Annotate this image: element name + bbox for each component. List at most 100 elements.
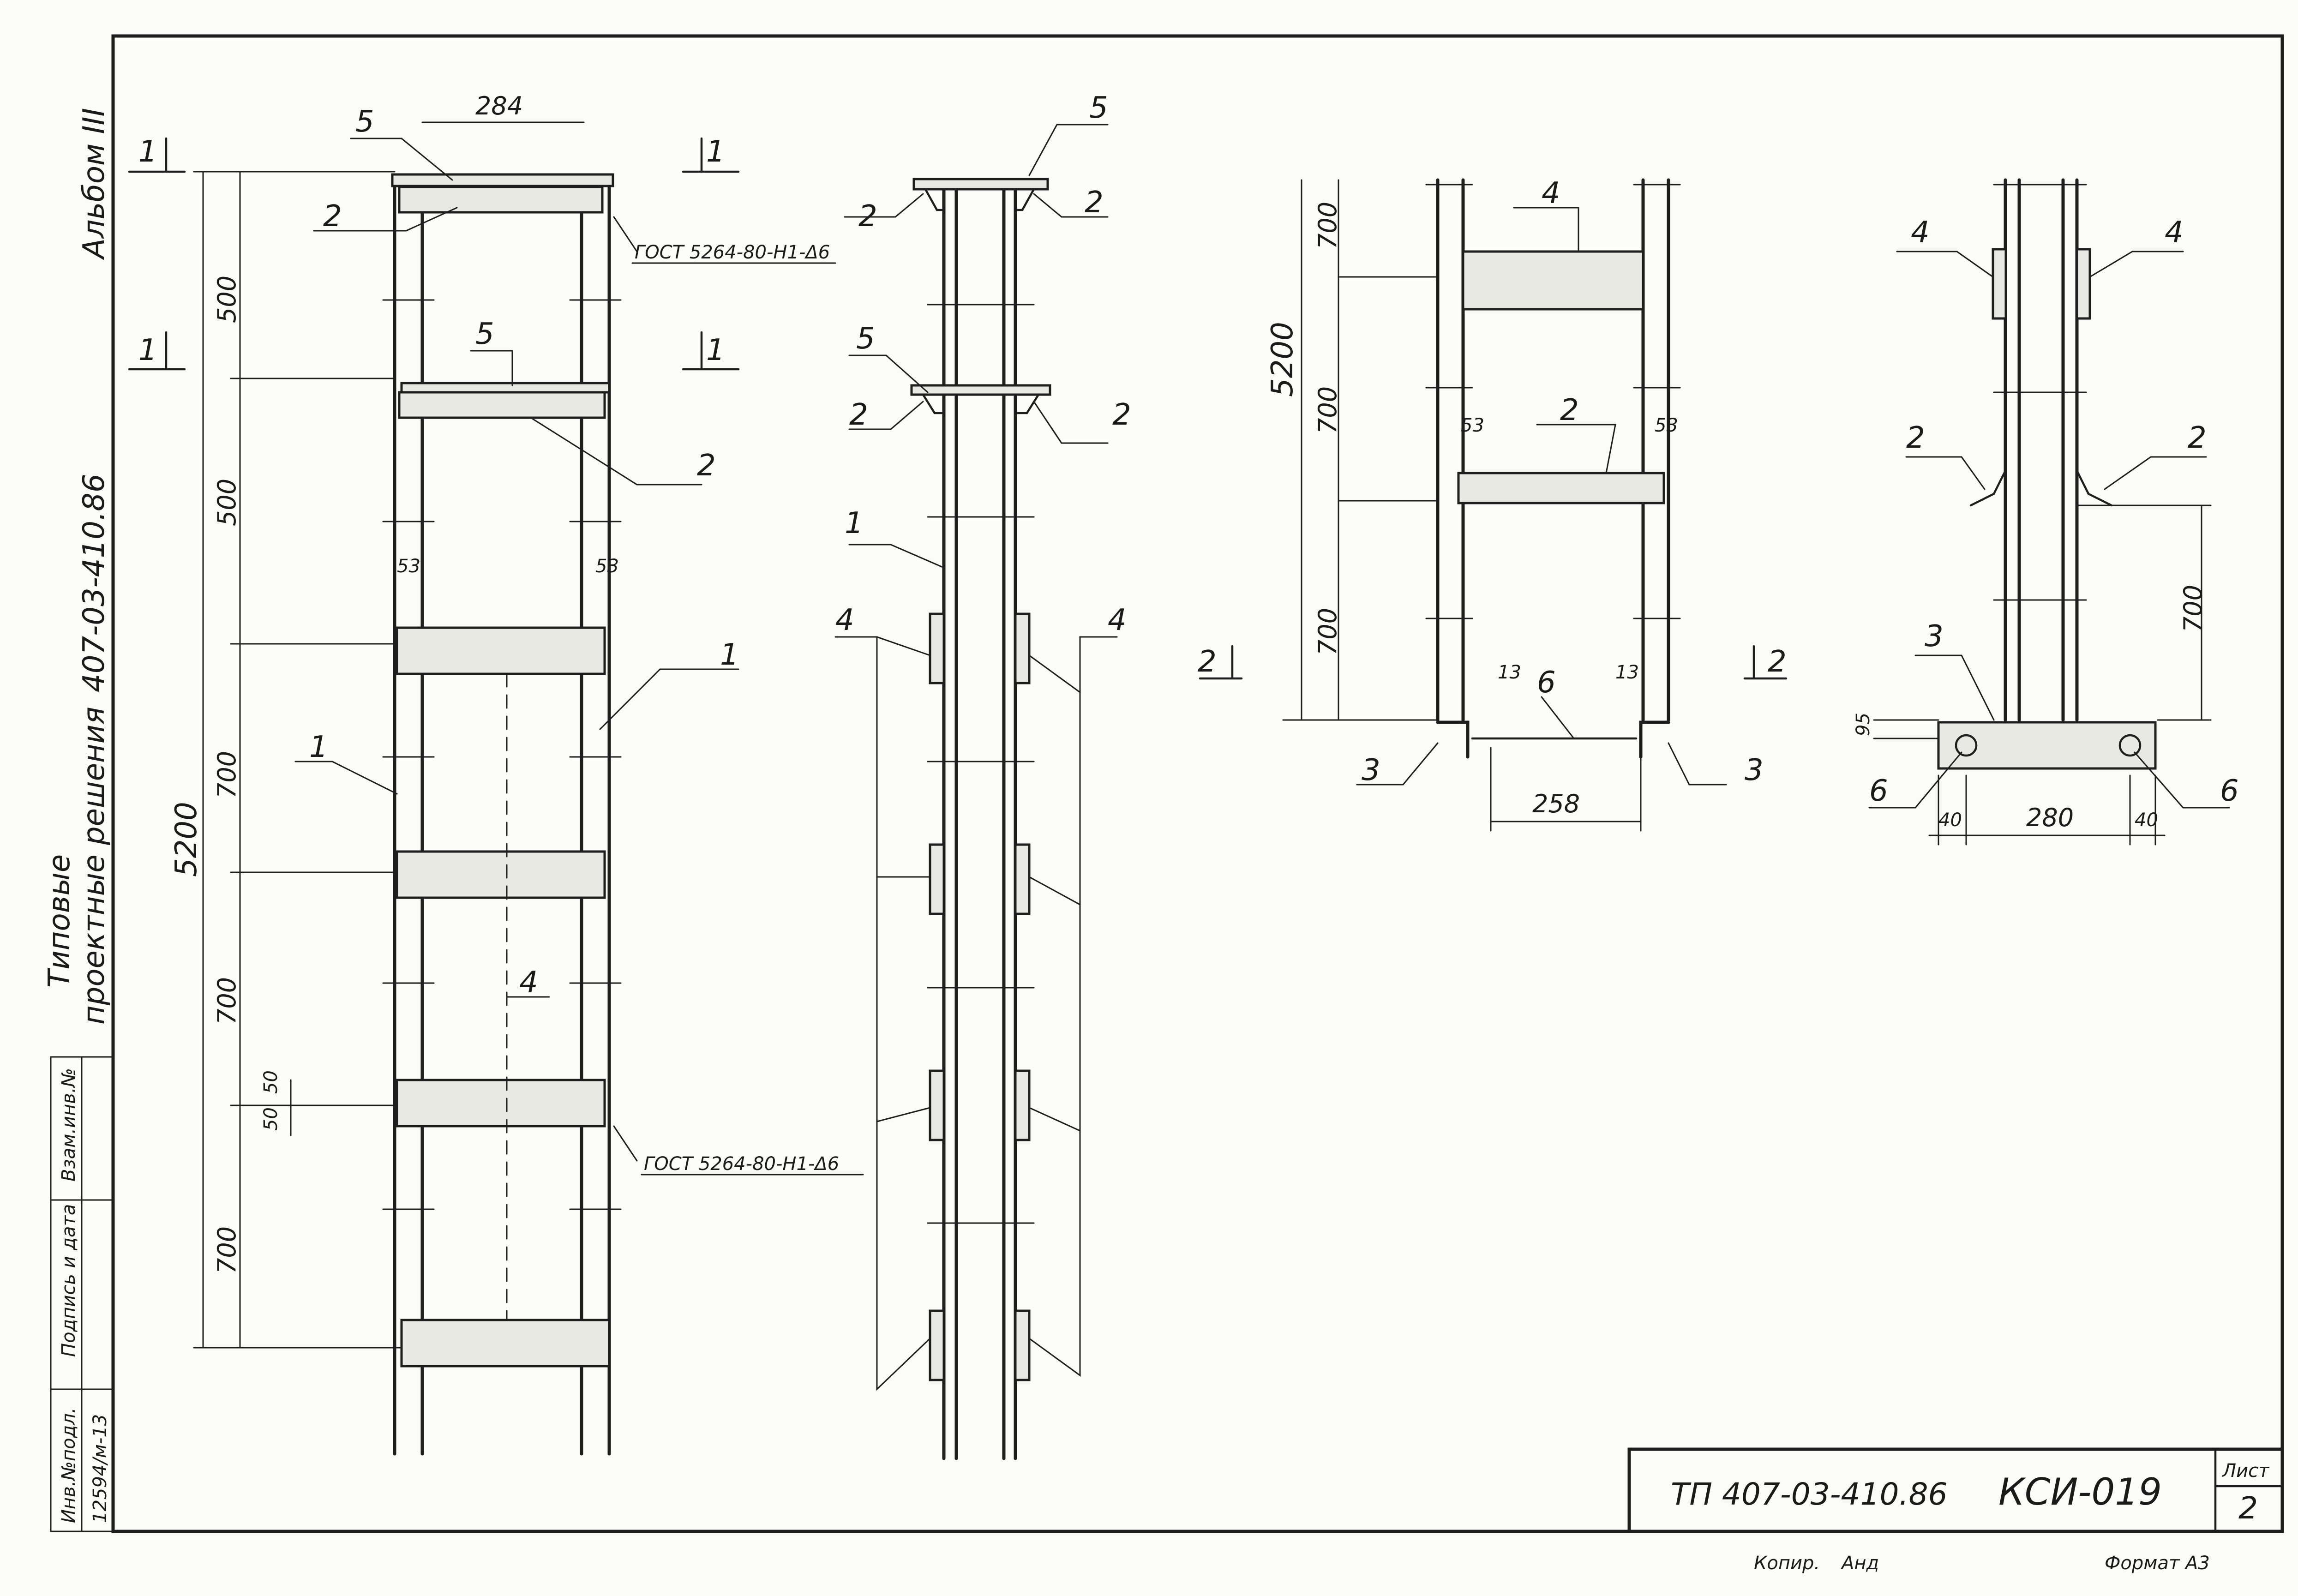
sideSec-dim-40-r: 40 (2135, 810, 2158, 831)
sideSec-cap-4-l (1992, 248, 2007, 320)
sec22-dim-53-l: 53 (1461, 415, 1484, 436)
pos-4-inner: 4 (519, 966, 538, 1000)
pos-2-top: 2 (323, 199, 342, 234)
section-2-label-a: 2 (1198, 645, 1217, 679)
side-code: 407-03-410.86 (77, 474, 111, 692)
dim-53-right: 53 (595, 556, 619, 577)
leaders-sec22 (1356, 207, 1727, 786)
sec22-dim-700-a: 700 (1313, 202, 1342, 249)
dim-50-b: 50 (260, 1107, 282, 1131)
side-album: Альбом III (77, 108, 111, 260)
title-block: ТП 407-03-410.86 КСИ-019 Лист 2 (1627, 1447, 2284, 1533)
pos-5-mid: 5 (475, 317, 494, 351)
side-title-line2: проектные решения (77, 707, 111, 1025)
sec22-dim-13-l: 13 (1498, 662, 1521, 683)
pos-1-left: 1 (309, 730, 328, 764)
sec22-dim-700-b: 700 (1313, 386, 1342, 434)
stamp-vzam-inv: Взам.инв.№ (58, 1068, 79, 1182)
footer-copied: Копир. (1754, 1553, 1820, 1574)
sideSec-pos-2-l: 2 (1906, 421, 1925, 455)
dim-500-mid: 500 (212, 479, 241, 526)
side-break-marks (927, 304, 1035, 1224)
sec22-pos-2: 2 (1560, 393, 1579, 427)
sec22-rung-4 (1462, 250, 1644, 311)
dim-5200: 5200 (169, 802, 204, 877)
sideSec-base-3 (1937, 721, 2157, 770)
sec22-angles-3 (1436, 720, 1670, 759)
side-title: Альбом III 407-03-410.86 Типовые проектн… (42, 108, 111, 1025)
title-mark: КСИ-019 (1998, 1470, 2162, 1513)
leaders-sideSec (1868, 251, 2230, 809)
section-mark-1 (128, 137, 740, 371)
pos-2-mid: 2 (697, 449, 716, 483)
dim-700-2: 700 (212, 977, 241, 1025)
view-side-section: 700 40 40 280 95 4 4 2 2 3 6 6 (1853, 178, 2239, 846)
section-2-marks (1199, 645, 1788, 680)
rung-mid-2 (398, 391, 606, 419)
sec22-pos-4: 4 (1542, 176, 1560, 210)
sideSec-dims (1873, 504, 2212, 846)
dim-chain-left (193, 171, 402, 1349)
gost-note-bottom: ГОСТ 5264-80-Н1-Δ6 (644, 1153, 839, 1175)
section-1-label-a: 1 (138, 135, 157, 169)
sec22-pos-6: 6 (1537, 666, 1556, 700)
dim-700-3: 700 (212, 1226, 241, 1274)
footer-format: Формат А3 (2105, 1553, 2210, 1574)
section-1-label-c: 1 (138, 333, 157, 367)
section-2-label-b: 2 (1768, 645, 1787, 679)
dim-500-top: 500 (212, 276, 241, 323)
pos-1-right: 1 (720, 638, 739, 672)
side-pos-2-ml: 2 (849, 398, 868, 432)
sheet-frame (111, 34, 2284, 1533)
mid-plate-5 (400, 382, 611, 394)
footer-signature: Анд (1840, 1553, 1879, 1574)
side-pos-4-right: 4 (1108, 603, 1127, 637)
side-top-plate-5 (912, 178, 1049, 191)
side-top-brackets-2 (924, 188, 1035, 211)
stamp-inv-number: 12594/м-13 (90, 1414, 111, 1523)
leaders-view2 (834, 124, 1118, 1391)
sideSec-pos-6-l: 6 (1869, 774, 1888, 808)
sec22-dim-53-r: 53 (1655, 415, 1678, 436)
sideSec-dim-700: 700 (2178, 585, 2208, 632)
rung-2 (396, 850, 606, 899)
sec22-pos-3-right: 3 (1745, 753, 1764, 787)
dim-284: 284 (475, 91, 523, 120)
title-code: ТП 407-03-410.86 (1671, 1476, 1947, 1512)
stamp-podp-data: Подпись и дата (58, 1204, 79, 1357)
view-section-2-2: 700 700 700 5200 53 53 13 13 258 4 2 6 3… (1198, 176, 1788, 832)
title-sheet-label: Лист (2221, 1460, 2270, 1482)
side-pos-2-tl: 2 (858, 199, 877, 234)
rung-3 (396, 1079, 606, 1128)
sideSec-pos-4-l: 4 (1911, 216, 1930, 250)
dim-53-left: 53 (397, 556, 420, 577)
sec22-dims (1282, 179, 1642, 832)
sideSec-dim-280: 280 (2026, 803, 2074, 832)
pos-5-top: 5 (355, 105, 374, 139)
sideSec-brackets-2 (1969, 469, 2113, 507)
stamp-inv-podl: Инв.№подл. (58, 1407, 79, 1523)
sideSec-pos-3: 3 (1925, 619, 1944, 654)
view-side-elevation: 5 2 2 5 2 2 1 4 4 (834, 91, 1131, 1460)
footer: Копир. Анд Формат А3 (1754, 1553, 2210, 1574)
side-mid-plate-5 (910, 384, 1051, 396)
sec22-dim-258: 258 (1532, 789, 1580, 818)
title-sheet-number: 2 (2238, 1490, 2258, 1526)
side-mid-brackets-2 (922, 393, 1040, 414)
top-plate-5 (391, 173, 614, 187)
rail-right (580, 174, 611, 1456)
side-pos-5-top: 5 (1089, 91, 1108, 125)
side-title-line1: Типовые (42, 854, 77, 988)
sideSec-dim-40-l: 40 (1938, 810, 1962, 831)
rung-top-2 (398, 186, 604, 214)
side-pos-5-mid: 5 (856, 322, 875, 356)
sideSec-dim-95: 95 (1853, 713, 1874, 736)
sec22-pos-3-left: 3 (1362, 753, 1380, 787)
dim-50-a: 50 (260, 1070, 282, 1094)
sec22-dim-5200: 5200 (1266, 322, 1300, 397)
sideSec-bolt-right-6 (2118, 734, 2142, 757)
dim-700-1: 700 (212, 751, 241, 798)
side-pos-1: 1 (845, 506, 864, 540)
side-pos-2-tr: 2 (1085, 186, 1104, 220)
break-marks (382, 299, 622, 1210)
